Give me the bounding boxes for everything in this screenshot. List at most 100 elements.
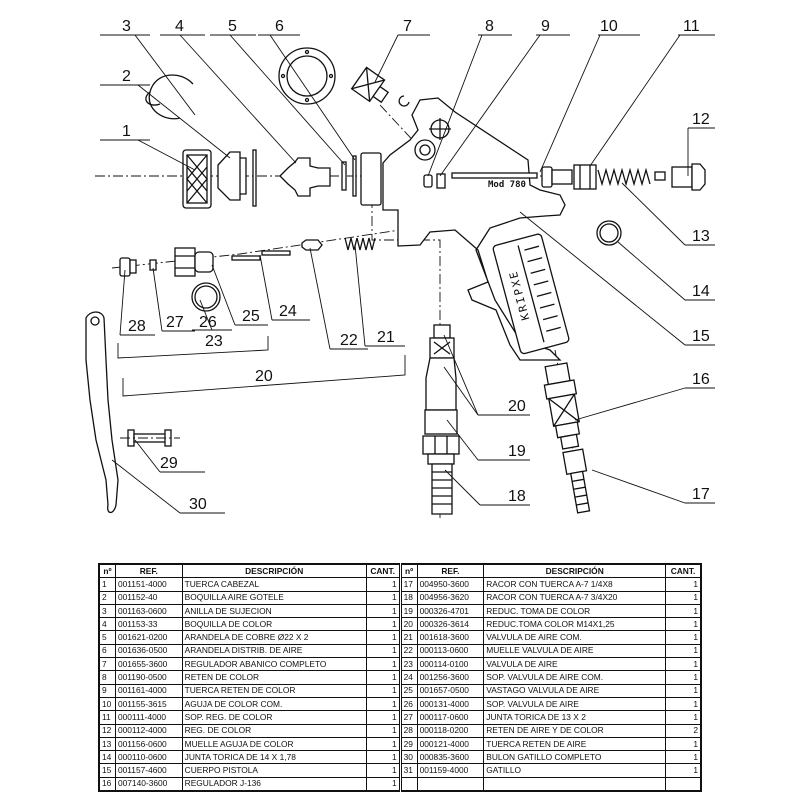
cell-qty: 1 — [365, 763, 401, 778]
cell-ref: 001157-4600 — [114, 763, 183, 778]
cell-ref: 000118-0200 — [416, 723, 485, 738]
callout-15: 15 — [692, 328, 710, 345]
cell-qty: 1 — [365, 696, 401, 712]
cell-desc: AGUJA DE COLOR COM. — [181, 696, 367, 712]
cell-num: 14 — [98, 750, 116, 765]
callout-19: 19 — [508, 443, 526, 460]
cell-qty: 1 — [665, 696, 702, 712]
callout-7: 7 — [403, 18, 412, 35]
part-5-copper-washer — [341, 161, 347, 191]
cell-desc: BOQUILLA DE COLOR — [181, 617, 367, 632]
parts-table: nº REF. DESCRIPCIÓN CANT. nº REF. DESCRI… — [98, 563, 702, 793]
part-15-gun-body — [382, 97, 566, 361]
part-21-spring — [344, 237, 376, 251]
cell-ref: 001156-0600 — [114, 736, 183, 752]
callout-28: 28 — [128, 318, 146, 335]
callout-9: 9 — [541, 18, 550, 35]
leader-lines — [100, 34, 715, 514]
cell-desc: RACOR CON TUERCA A-7 1/4X8 — [483, 577, 667, 592]
cell-desc: JUNTA TORICA DE 13 X 2 — [483, 710, 667, 725]
cell-qty: 1 — [365, 670, 401, 685]
cell-desc: SOP. VALVULA DE AIRE COM. — [483, 670, 667, 685]
cell-ref: 000113-0600 — [416, 643, 485, 659]
cell-ref: 001655-3600 — [114, 657, 183, 672]
cell-qty: 2 — [665, 723, 702, 738]
cell-num: 20 — [398, 617, 418, 632]
cell-qty: 1 — [365, 590, 401, 605]
cell-qty: 1 — [665, 630, 702, 645]
callout-13: 13 — [692, 228, 710, 245]
cell-num: 13 — [98, 736, 116, 752]
cell-ref: 001256-3600 — [416, 670, 485, 685]
cell-qty: 1 — [365, 710, 401, 725]
cell-desc: RETEN DE COLOR — [181, 670, 367, 685]
cell-ref: 004950-3600 — [416, 577, 485, 592]
cell-qty: 1 — [665, 643, 702, 659]
callout-20-inlet: 20 — [508, 398, 526, 415]
header-qty: CANT. — [665, 563, 702, 579]
header-num: nº — [398, 563, 418, 579]
cell-qty: 1 — [365, 603, 401, 619]
header-ref: REF. — [114, 563, 183, 579]
callout-26: 26 — [199, 314, 217, 331]
part-2-air-cap — [217, 151, 247, 201]
cell-desc: VASTAGO VALVULA DE AIRE — [483, 683, 667, 698]
cell-ref: 001657-0500 — [416, 683, 485, 698]
cell-desc: RETEN DE AIRE Y DE COLOR — [483, 723, 667, 738]
cell-num: 19 — [398, 603, 418, 619]
part-24-valve-stem — [261, 250, 291, 256]
cell-qty: 1 — [365, 643, 401, 659]
callout-24: 24 — [279, 303, 297, 320]
cell-num: 11 — [98, 710, 116, 725]
cell-qty: 1 — [365, 683, 401, 698]
cell-ref: 000117-0600 — [416, 710, 485, 725]
cell-qty: 1 — [665, 683, 702, 698]
cell-ref: 001618-3600 — [416, 630, 485, 645]
exploded-diagram: Mod 780 KRIPXE — [85, 18, 715, 520]
cell-num: 31 — [398, 763, 418, 778]
cell-num: 2 — [98, 590, 116, 605]
cell-desc: SOP. VALVULA DE AIRE — [483, 696, 667, 712]
cell-num: 23 — [398, 657, 418, 672]
model-text: Mod 780 — [488, 180, 526, 190]
cell-num: 28 — [398, 723, 418, 738]
cell-desc: MUELLE VALVULA DE AIRE — [483, 643, 667, 659]
part-3-retaining-clip — [145, 74, 194, 120]
cell-desc: REGULADOR ABANICO COMPLETO — [181, 657, 367, 672]
cell-qty: 1 — [365, 776, 401, 792]
cell-ref: 001636-0500 — [114, 643, 183, 659]
cell-qty: 1 — [365, 736, 401, 752]
table-header-row: nº REF. DESCRIPCIÓN CANT. nº REF. DESCRI… — [98, 563, 702, 579]
callout-11: 11 — [683, 18, 700, 35]
cell-ref: 001153-33 — [114, 617, 183, 632]
cell-ref: 001159-4000 — [416, 763, 485, 778]
cell-qty: 1 — [665, 577, 702, 592]
cell-desc: BULON GATILLO COMPLETO — [483, 750, 667, 765]
cell-ref: 001161-4000 — [114, 683, 183, 698]
cell-ref — [416, 776, 485, 792]
cell-desc: JUNTA TORICA DE 14 X 1,78 — [181, 750, 367, 765]
callout-14: 14 — [692, 283, 710, 300]
cell-num: 12 — [98, 723, 116, 738]
cell-ref: 000111-4000 — [114, 710, 183, 725]
part-13-spring — [597, 167, 651, 187]
part-4-fluid-nozzle — [279, 157, 331, 197]
cell-num: 10 — [98, 696, 116, 712]
callout-1: 1 — [122, 123, 131, 140]
callout-6: 6 — [275, 18, 284, 35]
cell-ref: 000835-3600 — [416, 750, 485, 765]
callout-18: 18 — [508, 488, 526, 505]
cell-num: 26 — [398, 696, 418, 712]
callout-2: 2 — [122, 68, 131, 85]
cell-ref: 007140-3600 — [114, 776, 183, 792]
callout-10: 10 — [600, 18, 618, 35]
cell-qty: 1 — [365, 723, 401, 738]
